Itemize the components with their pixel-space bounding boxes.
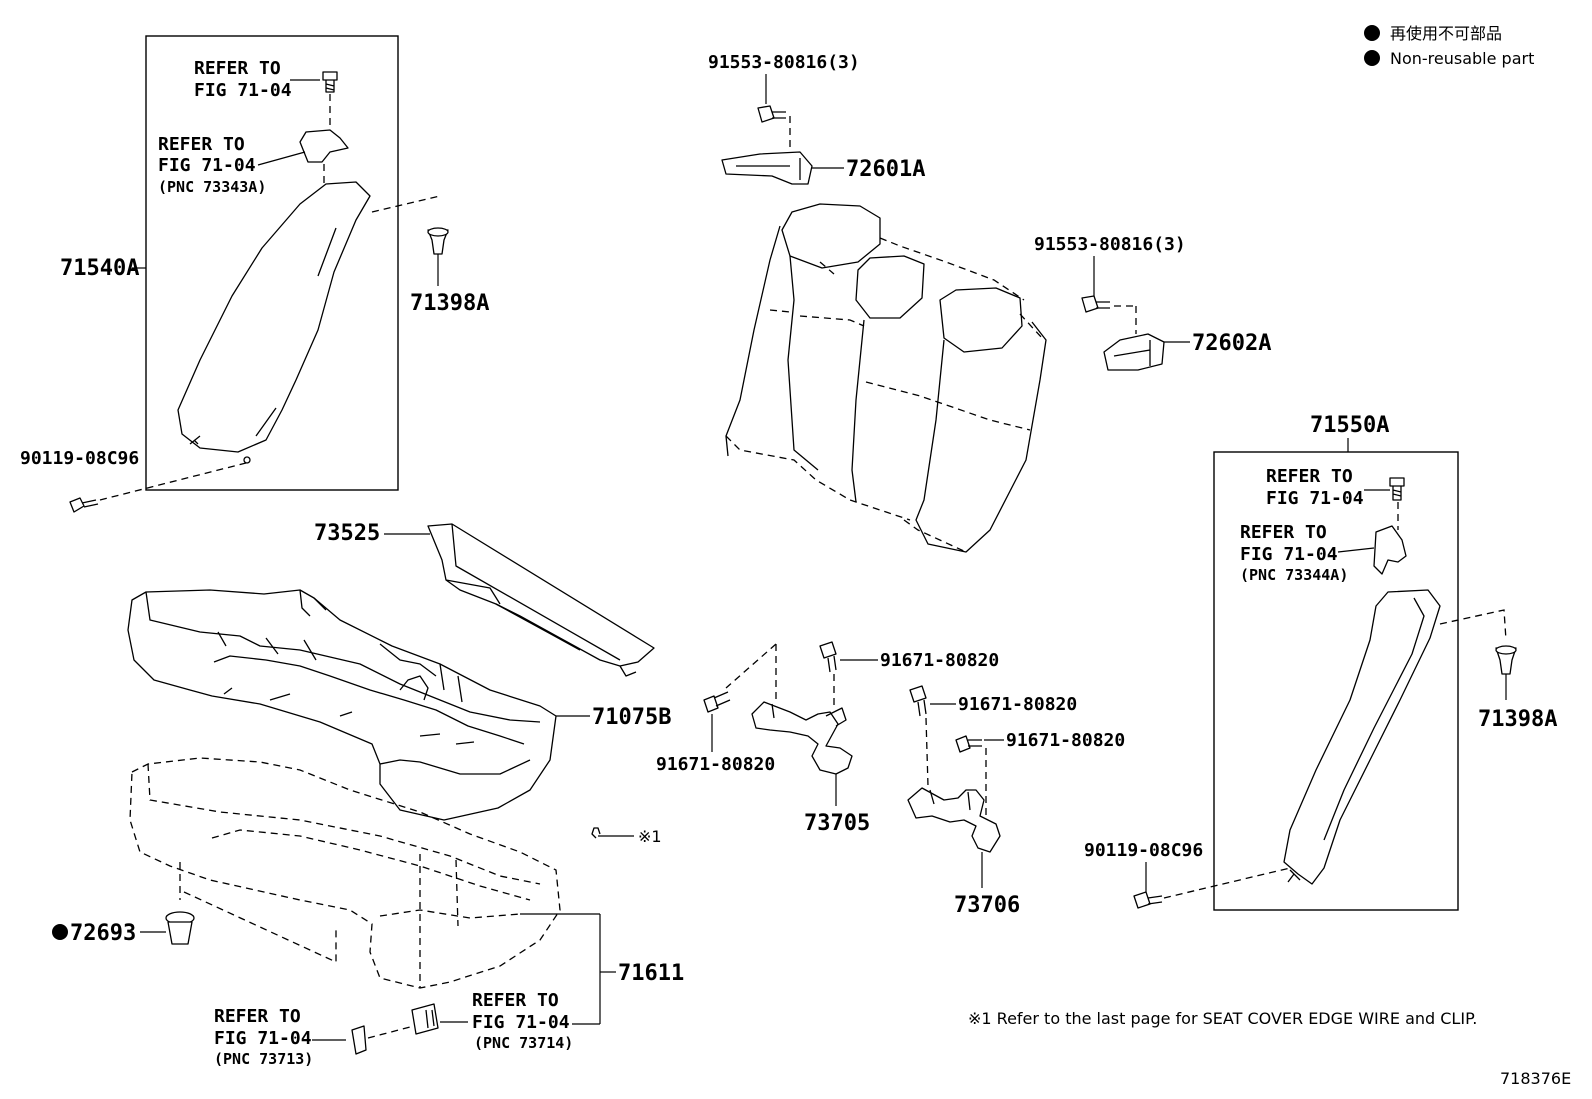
refer-fig: FIG 71-04 — [1266, 488, 1364, 509]
part-label-91671-a: 91671-80820 — [656, 754, 775, 775]
refer-fig: FIG 71-04 — [158, 155, 256, 176]
bolt-icon — [69, 497, 99, 513]
belt-bracket-73705 — [751, 701, 853, 775]
non-reusable-marker-icon — [52, 924, 68, 940]
bolt-icon — [955, 735, 982, 753]
bolt-icon — [909, 685, 927, 717]
non-reusable-marker-icon — [1364, 25, 1380, 41]
refer-label: REFER TO — [1266, 466, 1353, 487]
bolt-icon — [1081, 295, 1110, 313]
group-72693: 72693 — [52, 911, 195, 946]
bracket-icon — [299, 129, 349, 163]
screw-icon — [322, 71, 338, 93]
part-label-90119-left: 90119-08C96 — [20, 448, 139, 469]
group-71540A: 71398A 71540A REFER TO FIG 71-04 REFER T… — [20, 35, 489, 513]
clip-plate-icon — [351, 1025, 367, 1055]
refer-fig: FIG 71-04 — [472, 1012, 570, 1033]
part-label-71611: 71611 — [618, 961, 684, 986]
clip-block-icon — [411, 1003, 439, 1035]
bolt-icon — [819, 641, 837, 673]
part-label-73705: 73705 — [804, 811, 870, 836]
clip-icon — [165, 911, 195, 945]
frame-71540A — [145, 35, 399, 491]
note-mark: ※1 — [638, 827, 662, 846]
non-reusable-marker-icon — [1364, 50, 1380, 66]
refer-pnc: (PNC 73714) — [474, 1034, 573, 1052]
refer-label: REFER TO — [1240, 522, 1327, 543]
group-71550A: 71550A REFER TO FIG 71-04 REFER TO FIG 7… — [1084, 413, 1557, 911]
part-label-71075B: 71075B — [592, 705, 671, 730]
group-73525: 73525 — [314, 521, 655, 677]
part-label-91553-right: 91553-80816(3) — [1034, 234, 1186, 255]
clip-icon — [1495, 645, 1517, 675]
refer-label: REFER TO — [158, 134, 245, 155]
hinge-bracket-72601A — [721, 151, 813, 185]
refer-pnc: (PNC 73343A) — [158, 178, 266, 196]
part-label-72602A: 72602A — [1192, 331, 1271, 356]
clip-icon — [427, 227, 449, 255]
footnote: ※1 Refer to the last page for SEAT COVER… — [968, 1009, 1477, 1028]
seat-cushion-71075B: 71075B — [127, 589, 671, 821]
bolt-icon — [757, 105, 786, 123]
legend: 再使用不可部品 Non-reusable part — [1364, 24, 1534, 68]
group-72602A: 91553-80816(3) 72602A — [1034, 234, 1271, 371]
group-lower-refer: REFER TO FIG 71-04 (PNC 73713) REFER TO … — [214, 990, 600, 1068]
legend-english: Non-reusable part — [1390, 49, 1534, 68]
bolt-icon — [1133, 891, 1163, 909]
refer-fig: FIG 71-04 — [214, 1028, 312, 1049]
note-mark-group: ※1 — [591, 827, 662, 846]
part-label-71540A: 71540A — [60, 256, 139, 281]
seat-back — [725, 203, 1047, 553]
refer-label: REFER TO — [214, 1006, 301, 1027]
part-label-73706: 73706 — [954, 893, 1020, 918]
part-label-72693: 72693 — [70, 921, 136, 946]
legend-japanese: 再使用不可部品 — [1390, 24, 1502, 43]
belt-bracket-73706 — [907, 787, 1001, 853]
refer-label: REFER TO — [194, 58, 281, 79]
part-label-91553-top: 91553-80816(3) — [708, 52, 860, 73]
part-label-71550A: 71550A — [1310, 413, 1389, 438]
group-73705: 91671-80820 91671-80820 73705 — [656, 641, 999, 836]
part-label-73525: 73525 — [314, 521, 380, 546]
refer-pnc: (PNC 73344A) — [1240, 566, 1348, 584]
group-72601A: 91553-80816(3) 72601A — [708, 52, 925, 185]
group-73706: 91671-80820 91671-80820 73706 — [907, 685, 1125, 918]
part-label-72601A: 72601A — [846, 157, 925, 182]
side-panel-71540A — [177, 181, 371, 453]
part-label-71398A-right: 71398A — [1478, 707, 1557, 732]
refer-fig: FIG 71-04 — [194, 80, 292, 101]
part-label-90119-right: 90119-08C96 — [1084, 840, 1203, 861]
refer-label: REFER TO — [472, 990, 559, 1011]
part-label-91671-c: 91671-80820 — [958, 694, 1077, 715]
illustration-id: 718376E — [1500, 1069, 1571, 1088]
board-73525 — [427, 523, 655, 667]
bracket-icon — [1373, 525, 1407, 575]
screw-icon — [1389, 477, 1405, 501]
part-label-91671-d: 91671-80820 — [1006, 730, 1125, 751]
part-label-91671-b: 91671-80820 — [880, 650, 999, 671]
part-label-71398A-left: 71398A — [410, 291, 489, 316]
refer-fig: FIG 71-04 — [1240, 544, 1338, 565]
refer-pnc: (PNC 73713) — [214, 1050, 313, 1068]
bolt-icon — [703, 691, 731, 713]
hinge-bracket-72602A — [1103, 333, 1165, 371]
side-panel-71550A — [1283, 589, 1441, 885]
frame-71550A — [1213, 451, 1459, 911]
seat-pad-71611: 71611 — [129, 757, 684, 1024]
